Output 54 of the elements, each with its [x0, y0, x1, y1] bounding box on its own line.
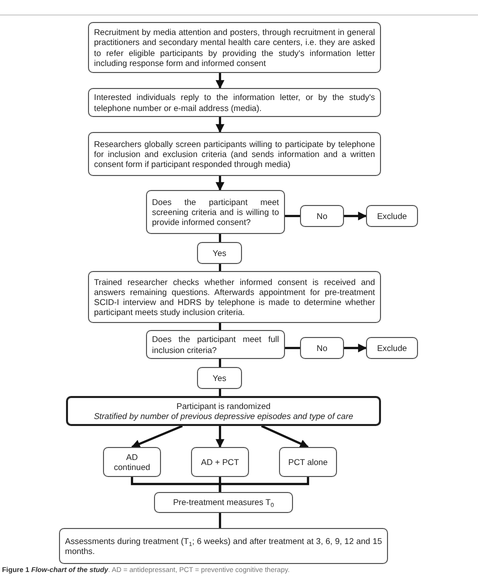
step-text: Yes [212, 372, 228, 384]
process-box [88, 22, 381, 73]
step-text: Pre-treatment measures T$_{0}$ [172, 497, 275, 508]
arrow [216, 117, 224, 133]
arrow [344, 344, 367, 352]
step-text: No [316, 342, 328, 354]
process-box [154, 492, 293, 513]
step-text: Does the participant meet full inclusion criteria? [152, 334, 279, 355]
process-box [88, 132, 381, 176]
step-box [366, 337, 418, 359]
connector-line [218, 477, 310, 492]
arrow [216, 176, 224, 191]
arrow [131, 424, 183, 448]
step-text: Researchers globally screen participants willing to participate by telephone for inclusion and exclusion criteria (and sends information and a written consent form if participant responded through media) [94, 138, 375, 170]
connector-line [218, 264, 222, 271]
subheading-text: Stratified by number of previous depressive episodes and type of care [92, 411, 354, 422]
step-text: Trained researcher checks whether informed consent is received and answers remaining questions. Afterwards appointment for pre-treatment SCID-I interview and HDRS by telephone is made to determine whether participant meets study inclusion criteria. [94, 276, 375, 318]
step-text: AD + PCT [200, 456, 240, 468]
step-box [279, 447, 337, 477]
connector-line [285, 214, 300, 218]
step-text: Participant is randomized [175, 400, 272, 411]
arrow [261, 425, 309, 448]
step-box [103, 447, 161, 477]
step-text: PCT alone [287, 456, 329, 468]
step-text: AD continued [112, 452, 152, 472]
process-box [146, 330, 285, 359]
connector-line [218, 513, 222, 528]
step-text: Exclude [376, 210, 408, 222]
process-box [146, 190, 285, 234]
process-box [88, 88, 381, 117]
process-box [59, 528, 388, 564]
arrow [216, 73, 224, 89]
arrow [344, 212, 367, 220]
step-text: Does the participant meet screening criteria and is willing to provide informed consent? [152, 196, 279, 228]
step-text: Recruitment by media attention and posters, through recruitment in general practitioners and secondary mental health care centers, i.e. they are asked to refer eligible participants by providing the study's information letter including response form and informed consent [94, 27, 375, 68]
connector-line [218, 323, 222, 330]
connector-line [218, 234, 222, 242]
step-text: Yes [212, 248, 228, 258]
step-text: Assessments during treatment (T$_{1}$; 6 weeks) and after treatment at 3, 6, 9, 12 and 15 months. [65, 536, 382, 556]
randomization-box [66, 396, 381, 426]
step-box [300, 337, 344, 359]
process-box [88, 271, 381, 323]
step-box [300, 205, 344, 227]
step-text: Interested individuals reply to the information letter, or by the study's telephone number or e-mail address (media). [94, 92, 375, 113]
step-box [197, 242, 242, 264]
connector-line [218, 389, 222, 396]
step-text: No [316, 210, 328, 222]
step-box [366, 205, 418, 227]
step-box [191, 447, 249, 477]
step-text: Exclude [376, 342, 408, 354]
connector-line [285, 346, 300, 350]
step-box [197, 367, 242, 389]
connector-line [218, 359, 222, 367]
arrow [216, 426, 224, 448]
